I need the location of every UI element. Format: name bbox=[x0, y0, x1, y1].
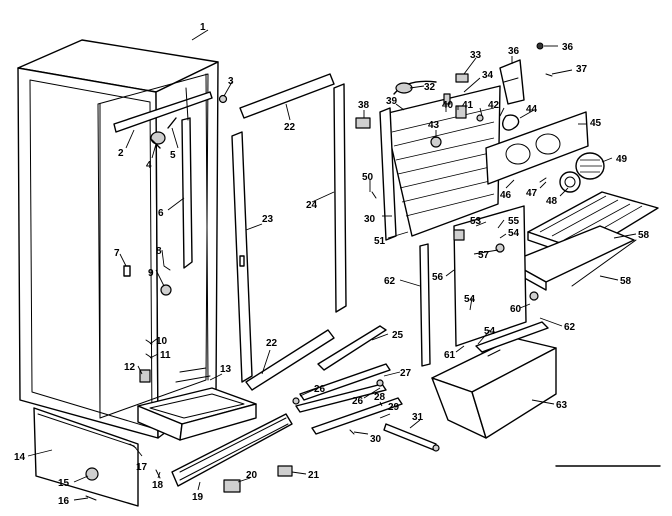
callout-42: 42 bbox=[488, 100, 500, 111]
shelf-bar bbox=[383, 423, 440, 452]
callout-4: 4 bbox=[146, 160, 152, 171]
callout-23: 23 bbox=[262, 214, 274, 225]
breaker-strip-top bbox=[239, 73, 335, 119]
leader-lines bbox=[27, 29, 637, 501]
callout-19: 19 bbox=[192, 492, 204, 503]
callout-5: 5 bbox=[170, 150, 176, 161]
inner-panel bbox=[453, 205, 539, 347]
callout-22-top: 22 bbox=[284, 122, 296, 133]
screw-47 bbox=[539, 177, 547, 183]
callout-26-left: 26 bbox=[314, 384, 326, 395]
callout-56: 56 bbox=[432, 272, 444, 283]
callout-3: 3 bbox=[228, 76, 234, 87]
callout-8: 8 bbox=[156, 246, 162, 257]
grille bbox=[155, 413, 293, 493]
cabinet-small-parts bbox=[123, 94, 228, 383]
callout-53: 53 bbox=[470, 216, 482, 227]
callout-11: 11 bbox=[160, 350, 171, 361]
callout-44: 44 bbox=[526, 104, 538, 115]
slide-rails bbox=[292, 325, 403, 435]
callout-6: 6 bbox=[158, 208, 164, 219]
callout-1: 1 bbox=[200, 22, 206, 33]
callout-32: 32 bbox=[424, 82, 436, 93]
callout-7: 7 bbox=[114, 248, 120, 259]
callout-58-lower: 58 bbox=[620, 276, 632, 287]
callout-51: 51 bbox=[374, 236, 386, 247]
inner-channel bbox=[181, 87, 193, 269]
breaker-strip-left bbox=[231, 131, 253, 383]
callout-10: 10 bbox=[156, 336, 168, 347]
callout-2: 2 bbox=[118, 148, 124, 159]
callout-13: 13 bbox=[220, 364, 232, 375]
drain-pan bbox=[137, 387, 257, 441]
callout-15: 15 bbox=[58, 478, 70, 489]
callout-30-lower: 30 bbox=[370, 434, 382, 445]
callout-40: 40 bbox=[442, 100, 454, 111]
callout-39: 39 bbox=[386, 96, 398, 107]
cabinet bbox=[17, 39, 219, 439]
callout-45: 45 bbox=[590, 118, 602, 129]
callout-31: 31 bbox=[412, 412, 424, 423]
callout-16: 16 bbox=[58, 496, 70, 507]
evaporator-cover bbox=[485, 111, 589, 185]
breaker-strip-right bbox=[333, 83, 347, 313]
callout-62-left: 62 bbox=[384, 276, 396, 287]
callout-43: 43 bbox=[428, 120, 440, 131]
callout-14: 14 bbox=[14, 452, 26, 463]
callout-21: 21 bbox=[308, 470, 320, 481]
drain-tube bbox=[419, 243, 431, 367]
top-rod bbox=[113, 91, 213, 133]
evaporator-coil bbox=[379, 85, 501, 241]
callout-36-left: 36 bbox=[508, 46, 520, 57]
callout-20: 20 bbox=[246, 470, 258, 481]
callout-17: 17 bbox=[136, 462, 148, 473]
callout-62-right: 62 bbox=[564, 322, 576, 333]
callout-26-right: 26 bbox=[352, 396, 364, 407]
callout-24: 24 bbox=[306, 200, 318, 211]
control-knob bbox=[559, 171, 581, 193]
callout-37: 37 bbox=[576, 64, 588, 75]
callout-36-right: 36 bbox=[562, 42, 574, 53]
callout-41: 41 bbox=[462, 100, 474, 111]
callout-22-bottom: 22 bbox=[266, 338, 278, 349]
callout-9: 9 bbox=[148, 268, 154, 279]
control-housing bbox=[575, 152, 605, 180]
callout-labels: 1 2 3 4 5 6 7 8 9 10 11 12 13 14 15 16 1… bbox=[14, 22, 650, 507]
breaker-strip-bottom bbox=[245, 329, 335, 391]
callout-18: 18 bbox=[152, 480, 164, 491]
callout-30-upper: 30 bbox=[364, 214, 376, 225]
callout-58-upper: 58 bbox=[638, 230, 650, 241]
callout-29: 29 bbox=[388, 402, 400, 413]
callout-55: 55 bbox=[508, 216, 520, 227]
callout-34: 34 bbox=[482, 70, 494, 81]
kick-plate bbox=[33, 407, 139, 507]
callout-28: 28 bbox=[374, 392, 386, 403]
callout-33: 33 bbox=[470, 50, 482, 61]
callout-63: 63 bbox=[556, 400, 568, 411]
callout-49: 49 bbox=[616, 154, 628, 165]
callout-38: 38 bbox=[358, 100, 370, 111]
callout-25: 25 bbox=[392, 330, 404, 341]
callout-48: 48 bbox=[546, 196, 558, 207]
callout-60: 60 bbox=[510, 304, 522, 315]
callout-61: 61 bbox=[444, 350, 456, 361]
callout-12: 12 bbox=[124, 362, 136, 373]
fan-blade bbox=[502, 114, 520, 131]
callout-47: 47 bbox=[526, 188, 538, 199]
fan-motor-bracket bbox=[499, 42, 553, 105]
callout-54-upper: 54 bbox=[508, 228, 520, 239]
evaporator-small-parts bbox=[355, 73, 484, 199]
callout-46: 46 bbox=[500, 190, 512, 201]
callout-27: 27 bbox=[400, 368, 412, 379]
callout-54-mid: 54 bbox=[464, 294, 476, 305]
crisper-pan bbox=[431, 321, 557, 439]
callout-57: 57 bbox=[478, 250, 490, 261]
callout-54-lower: 54 bbox=[484, 326, 496, 337]
callout-50: 50 bbox=[362, 172, 374, 183]
